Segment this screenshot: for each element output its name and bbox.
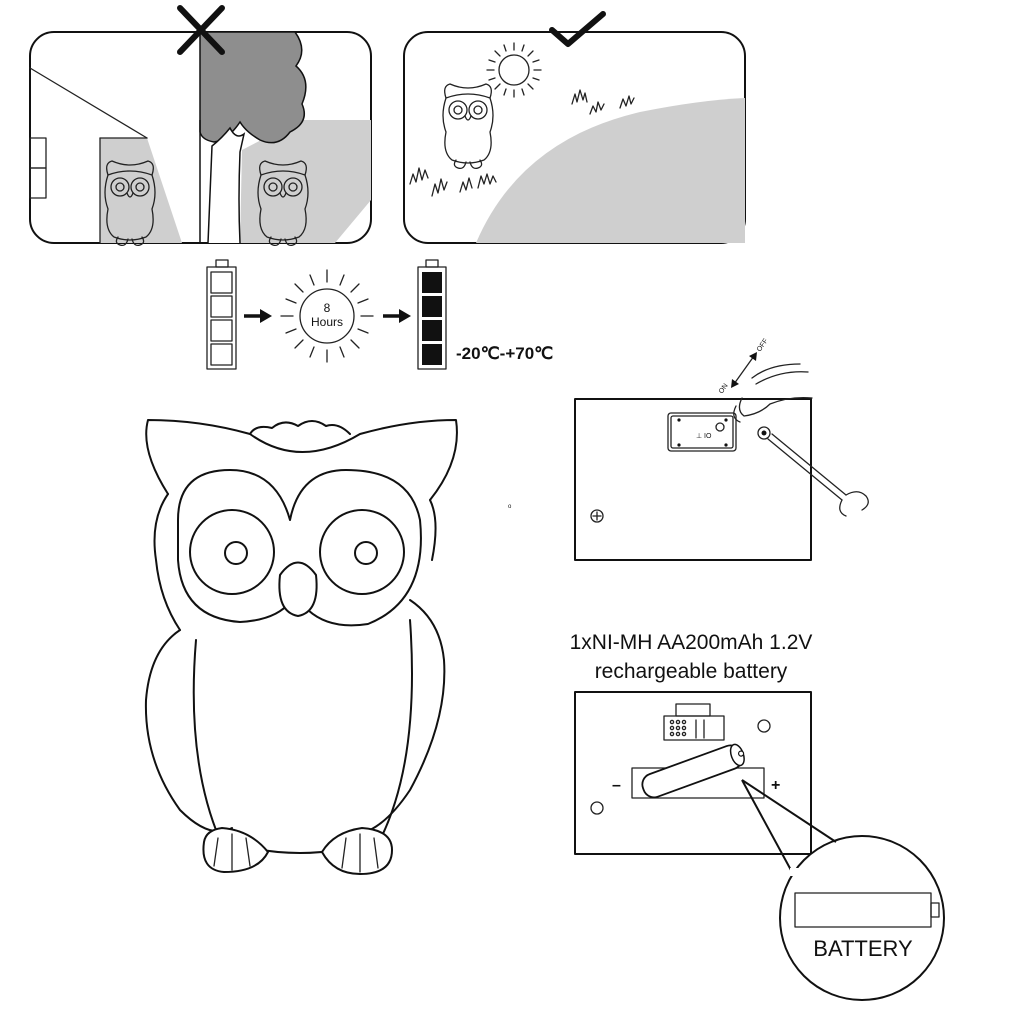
sunny-placement-panel (403, 31, 746, 244)
battery-compartment-panel (574, 691, 812, 855)
arrow-right-icon (383, 309, 411, 323)
switch-plate: ⊥ IO (667, 412, 737, 452)
arrow-right-icon (244, 309, 272, 323)
screw-hole (590, 801, 604, 815)
screw-icon (590, 509, 604, 523)
battery-full-icon (417, 259, 447, 370)
circuit-board-icon (663, 703, 725, 741)
battery-spec-line2: rechargeable battery (595, 660, 788, 683)
battery-empty-icon (206, 259, 237, 370)
battery-compartment-diagram: – + (574, 691, 812, 855)
battery-callout: BATTERY (741, 779, 945, 1001)
battery-negative-mark: – (612, 777, 621, 794)
grass-tufts (409, 89, 635, 197)
house-illustration (29, 67, 182, 244)
switch-on-label: ON (718, 383, 730, 396)
screw-hole (757, 719, 771, 733)
on-off-arrow: ON OFF (718, 338, 770, 395)
battery-positive-mark: + (771, 777, 780, 794)
aa-battery-icon (641, 743, 745, 799)
hand-icon (733, 363, 813, 423)
stray-mark: o (508, 504, 512, 510)
temperature-range-label: -20℃-+70℃ (456, 344, 553, 363)
battery-spec-line1: 1xNI-MH AA200mAh 1.2V (570, 631, 813, 654)
check-icon (549, 11, 606, 47)
owl-figure (144, 419, 458, 875)
switch-off-label: OFF (756, 338, 770, 353)
shaded-placement-panel (29, 31, 372, 247)
sun-icon (486, 42, 542, 98)
housing-back-panel (574, 398, 812, 561)
charge-hours-number: 8 (324, 301, 331, 315)
cross-icon (177, 5, 225, 55)
sun-timer-icon: 8 Hours (280, 269, 374, 363)
switch-plate-marking: ⊥ IO (696, 433, 712, 440)
screwdriver-icon (757, 426, 869, 517)
switch-diagram: ⊥ IO ON OFF (574, 338, 869, 561)
lawn-slope (476, 98, 745, 243)
battery-icon (794, 892, 940, 928)
charge-hours-unit: Hours (311, 315, 343, 329)
battery-callout-label: BATTERY (813, 936, 913, 961)
tree-illustration (199, 31, 371, 244)
owl-in-sun (442, 83, 494, 170)
